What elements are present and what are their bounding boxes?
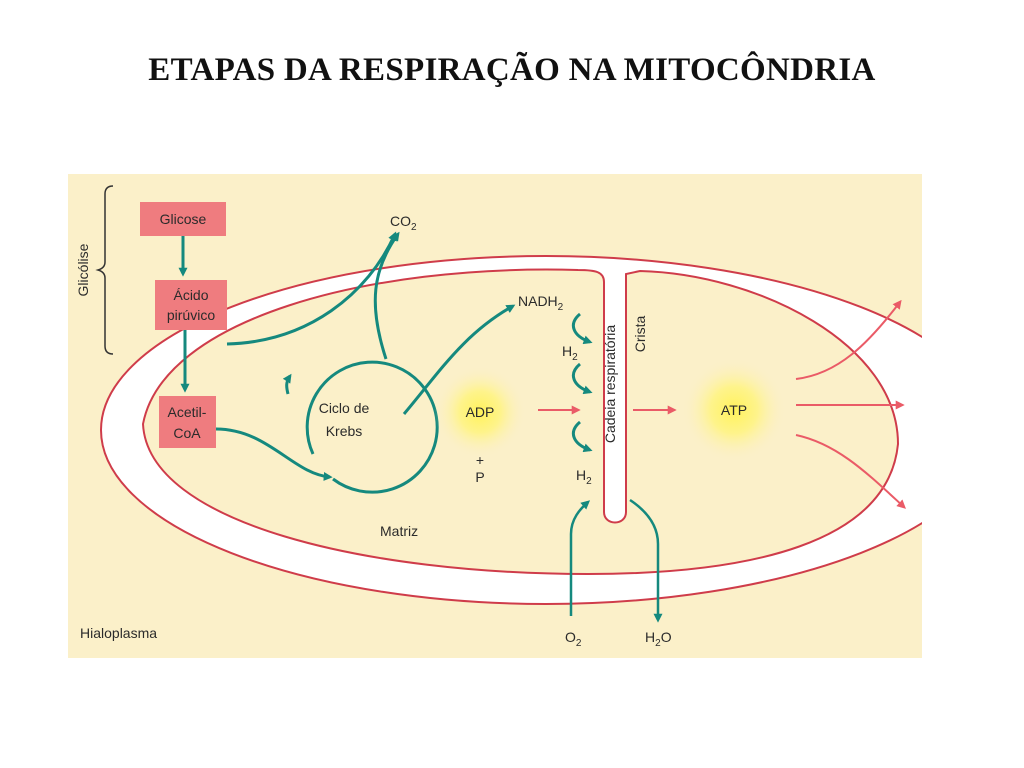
acetil-line2: CoA — [173, 425, 201, 441]
krebs-cycle-arrow — [282, 373, 292, 395]
adp-glow — [434, 366, 526, 458]
acido-line1: Ácido — [173, 287, 208, 303]
acido-line2: pirúvico — [167, 307, 215, 323]
cadeia-respiratoria-label: Cadeia respiratória — [602, 325, 618, 443]
o2-label: O2 — [565, 629, 582, 649]
krebs-cycle-ring — [305, 360, 439, 494]
h2-bottom-label: H2 — [576, 467, 592, 487]
slide-title: ETAPAS DA RESPIRAÇÃO NA MITOCÔNDRIA — [148, 52, 876, 88]
p-label: P — [475, 469, 484, 485]
nadh2-label: NADH2 — [518, 293, 564, 313]
arrow-acetil-to-krebs — [215, 427, 333, 481]
krebs-line1: Ciclo de — [319, 400, 370, 416]
h2-top-label: H2 — [562, 343, 578, 363]
glicose-label: Glicose — [160, 211, 207, 227]
arrow-chain-step-1 — [571, 362, 593, 395]
glicolise-bracket — [95, 185, 114, 355]
atp-label: ATP — [721, 402, 747, 418]
acetil-coa-box — [159, 396, 216, 448]
arrow-h2o-out — [629, 498, 663, 623]
arrow-krebs-to-nadh2 — [402, 304, 516, 415]
arrow-atp-out-up — [795, 299, 902, 380]
arrow-krebs-to-co2 — [373, 231, 400, 360]
atp-glow — [682, 358, 786, 462]
h2o-label: H2O — [645, 629, 672, 649]
arrow-nadh2-to-h2 — [571, 312, 593, 345]
arrow-atp-out-down — [795, 434, 906, 509]
crista-label: Crista — [632, 316, 648, 353]
mitochondria-diagram: Glicólise Glicose Ácido pirúvico Acetil-… — [68, 174, 992, 658]
acetil-line1: Acetil- — [168, 404, 207, 420]
arrow-acido-to-co2 — [226, 231, 397, 346]
co2-label: CO2 — [390, 213, 417, 233]
plus-label: + — [476, 452, 484, 468]
hialoplasma-label: Hialoplasma — [80, 625, 157, 641]
glicolise-label: Glicólise — [75, 243, 91, 296]
acido-piruvico-box — [155, 280, 227, 330]
glicose-box — [140, 202, 226, 236]
krebs-line2: Krebs — [326, 423, 363, 439]
matriz-label: Matriz — [380, 523, 418, 539]
adp-label: ADP — [466, 404, 495, 420]
arrow-chain-step-2 — [571, 420, 593, 453]
arrow-o2-in — [569, 500, 591, 616]
